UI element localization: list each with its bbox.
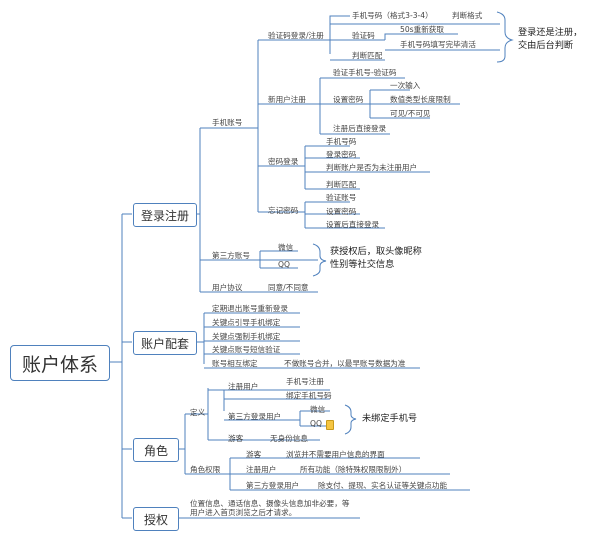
node-agree: 同意/不同意 [268,283,309,292]
node-third-user: 第三方登录用户 [228,412,282,421]
node-judge-format: 判断格式 [452,11,483,20]
perm-third-note: 除支付、提现、实名认证等关键点功能 [318,481,448,490]
node-fp-verify: 验证账号 [326,193,357,202]
node-code-login: 验证码登录/注册 [268,31,324,40]
node-define: 定义 [190,408,206,417]
branch-auth: 授权 [133,507,179,531]
node-pl-phone: 手机号码 [326,137,357,146]
note-unbound-phone: 未绑定手机号 [362,413,418,424]
node-pl-password: 登录密码 [326,150,357,159]
auth-line-2: 用户进入首页浏览之后才请求。 [190,508,297,517]
node-agreement: 用户协议 [212,283,243,292]
branch-account: 账户配套 [133,331,197,355]
node-guest-note: 无身份信息 [270,434,308,443]
node-forgot: 忘记密码 [268,206,299,215]
account-bind-note: 不做账号合并，以最早账号数据为准 [284,359,406,368]
perm-third: 第三方登录用户 [246,481,300,490]
node-phone-account: 手机账号 [212,118,243,127]
node-role-wechat: 微信 [310,405,326,414]
node-set-password: 设置密码 [333,95,364,104]
node-role-qq: QQ [310,419,322,428]
auth-line-1: 位置信息、通话信息、摄像头信息加非必要，等 [190,499,350,508]
node-qq: QQ [278,260,290,269]
account-item-3: 关键点强制手机绑定 [212,332,281,341]
perm-guest-note: 浏览并不需要用户信息的界面 [286,450,385,459]
node-phone-format: 手机号码（格式3-3-4） [352,11,433,20]
node-once-input: 一次输入 [390,81,421,90]
node-new-user: 新用户注册 [268,95,306,104]
node-clear: 手机号码填写完毕清活 [400,40,476,49]
node-pl-judge: 判断账户是否为未注册用户 [326,163,418,172]
qq-icon [326,420,334,430]
account-item-1: 定期退出账号重新登录 [212,304,288,313]
node-after-register: 注册后直接登录 [333,124,387,133]
node-third-party: 第三方账号 [212,251,250,260]
root-node: 账户体系 [10,345,110,381]
node-reg-user: 注册用户 [228,382,259,391]
perm-reg-note: 所有功能（除特殊权限限制外） [300,465,407,474]
note-social-info: 获授权后，取头像昵称 性别等社交信息 [330,246,422,271]
node-verify-phone: 验证手机号-验证码 [333,68,397,77]
account-item-2: 关键点引导手机绑定 [212,318,281,327]
node-resend: 50s重新获取 [400,25,444,34]
node-visible: 可见/不可见 [390,109,431,118]
branch-role: 角色 [133,438,179,462]
node-fp-after: 设置后直接登录 [326,220,380,229]
node-password-login: 密码登录 [268,157,299,166]
account-item-4: 关键点账号短信验证 [212,345,281,354]
note-login-or-register: 登录还是注册， 交由后台判断 [518,27,583,52]
node-wechat: 微信 [278,243,294,252]
branch-login: 登录注册 [133,203,197,227]
node-role-perm: 角色权限 [190,465,221,474]
account-bind: 账号相互绑定 [212,359,258,368]
node-pl-match: 判断匹配 [326,180,357,189]
perm-guest: 游客 [246,450,262,459]
node-judge-match: 判断匹配 [352,51,383,60]
node-length-limit: 数值类型长度限制 [390,95,451,104]
node-fp-set: 设置密码 [326,207,357,216]
node-reg-bind: 绑定手机号码 [286,391,332,400]
node-verify-code: 验证码 [352,31,375,40]
node-guest: 游客 [228,434,244,443]
node-reg-phone: 手机号注册 [286,377,324,386]
perm-reg: 注册用户 [246,465,277,474]
